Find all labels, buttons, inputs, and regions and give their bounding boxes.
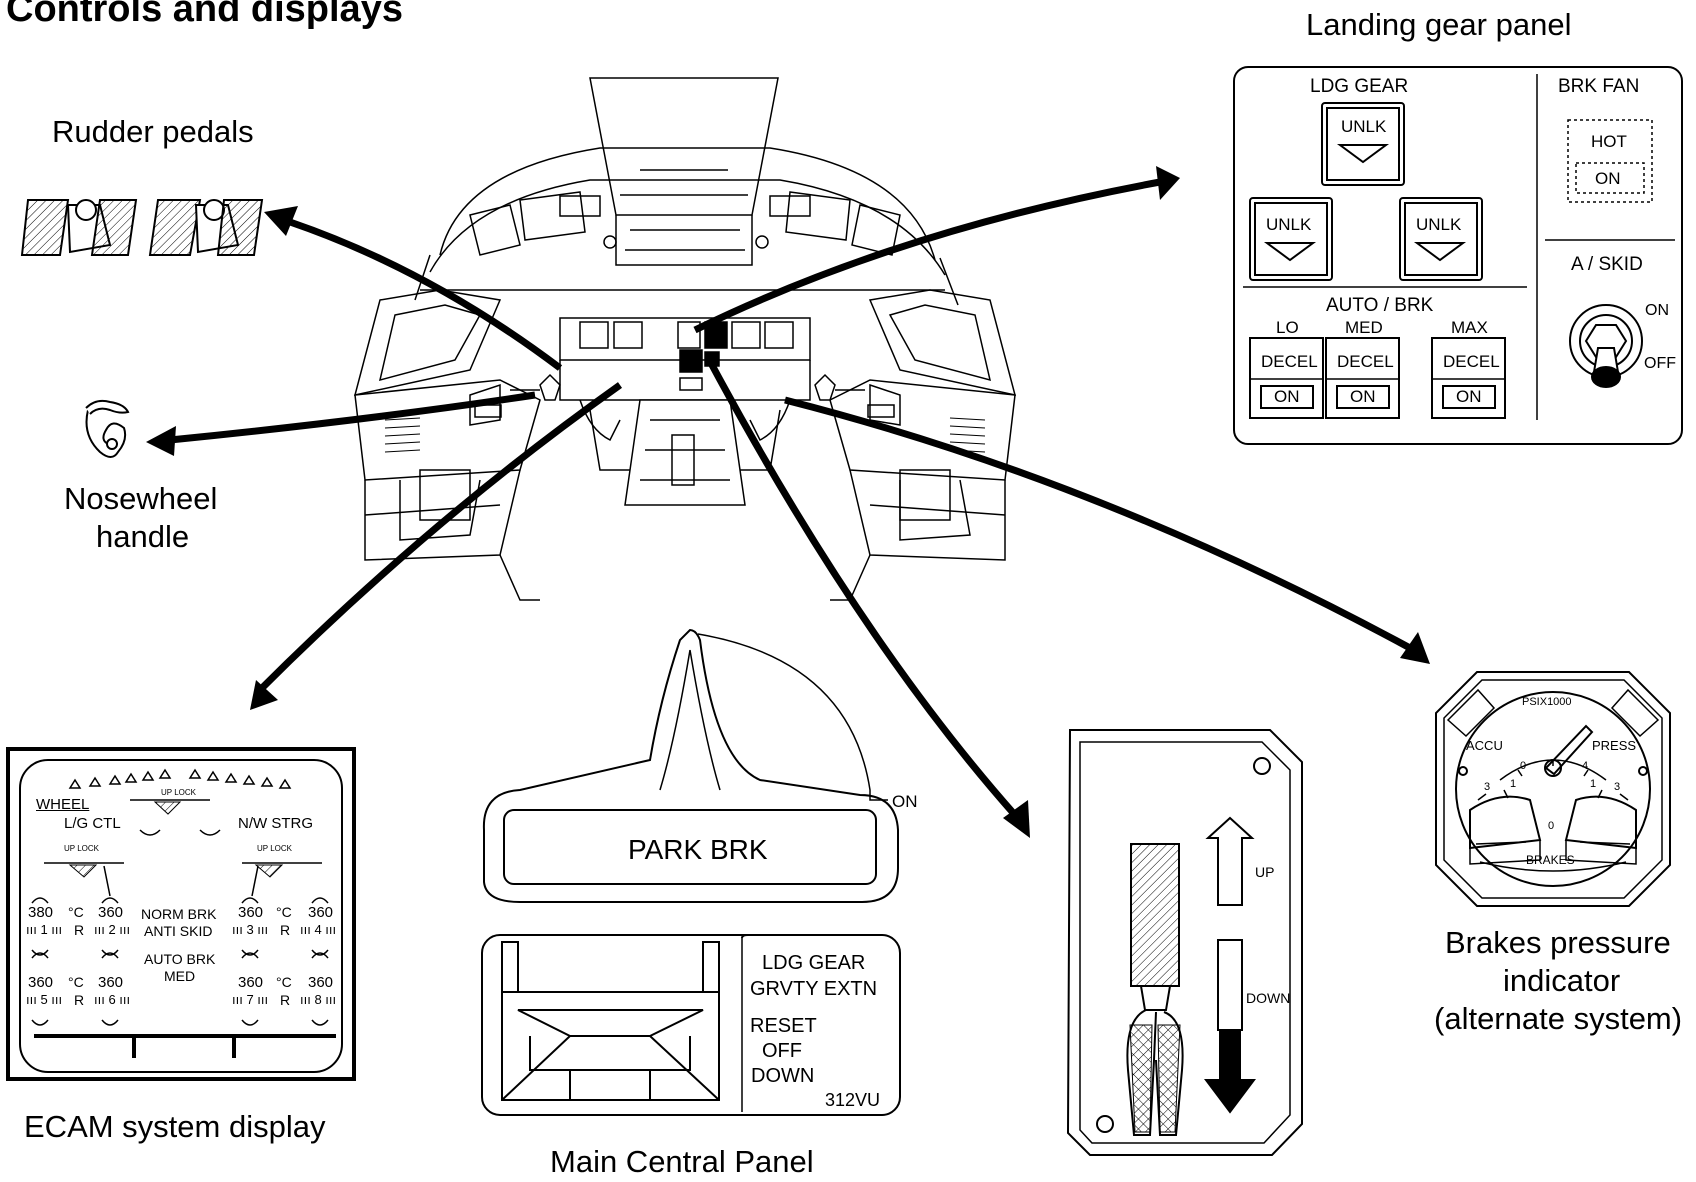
- brk-fan-on-label: ON: [1595, 169, 1621, 189]
- brakes-psi-label: PSIX1000: [1522, 696, 1572, 708]
- gravity-line1: LDG GEAR: [762, 952, 865, 975]
- ecam-degc-right-bottom: °C: [276, 974, 292, 990]
- brakes-scale-bottom-0: 0: [1548, 820, 1554, 832]
- gravity-reset: RESET: [750, 1015, 817, 1038]
- ecam-rel-left-top: R: [74, 922, 84, 938]
- brakes-brakes-label: BRAKES: [1526, 853, 1575, 867]
- brk-fan-label: BRK FAN: [1558, 76, 1639, 98]
- a-skid-label: A / SKID: [1571, 254, 1643, 276]
- gravity-line2: GRVTY EXTN: [750, 978, 877, 1001]
- ecam-lg-ctl: L/G CTL: [64, 815, 121, 832]
- ecam-degc-left-top: °C: [68, 904, 84, 920]
- gravity-off: OFF: [762, 1040, 802, 1063]
- caption-brakes-line3: (alternate system): [1434, 1000, 1682, 1037]
- caption-ecam: ECAM system display: [24, 1108, 325, 1145]
- ecam-rel-right-top: R: [280, 922, 290, 938]
- ecam-degc-left-bottom: °C: [68, 974, 84, 990]
- caption-nosewheel-line2: handle: [96, 518, 189, 555]
- page-title: Controls and displays: [6, 0, 403, 31]
- ecam-temp-7: 360: [238, 974, 263, 991]
- gear-lever-down-label: DOWN: [1246, 990, 1290, 1006]
- brakes-accu-label: ACCU: [1466, 738, 1503, 753]
- ecam-temp-4: 360: [308, 904, 333, 921]
- brakes-scale-top-4: 4: [1582, 760, 1588, 772]
- unlk-nose-label: UNLK: [1341, 117, 1386, 137]
- caption-nosewheel-line1: Nosewheel: [64, 480, 217, 517]
- park-brk-label: PARK BRK: [628, 834, 768, 866]
- ecam-up-lock-nose: UP LOCK: [161, 788, 196, 797]
- decel-max-label: DECEL: [1443, 352, 1500, 372]
- ecam-temp-1: 380: [28, 904, 53, 921]
- ecam-nw-strg: N/W STRG: [238, 815, 313, 832]
- ecam-anti-skid: ANTI SKID: [144, 923, 212, 939]
- auto-brk-med-label: MED: [1345, 318, 1383, 338]
- ecam-temp-8: 360: [308, 974, 333, 991]
- a-skid-off-label: OFF: [1644, 355, 1676, 373]
- ecam-temp-3: 360: [238, 904, 263, 921]
- on-max-label: ON: [1456, 387, 1482, 407]
- caption-brakes-line1: Brakes pressure: [1445, 924, 1671, 961]
- unlk-left-label: UNLK: [1266, 215, 1311, 235]
- ldg-gear-label: LDG GEAR: [1310, 76, 1408, 98]
- auto-brk-lo-label: LO: [1276, 318, 1299, 338]
- rudder-pedals-art: [22, 200, 262, 255]
- ecam-norm-brk: NORM BRK: [141, 906, 216, 922]
- ecam-auto-brk-mode: MED: [164, 968, 195, 984]
- decel-med-label: DECEL: [1337, 352, 1394, 372]
- gear-lever-panel-art: [1068, 730, 1302, 1155]
- callout-arrows: [170, 182, 1410, 815]
- ecam-wheel-title: WHEEL: [36, 796, 89, 813]
- ecam-wheel-1: ııı 1 ııı: [26, 922, 62, 937]
- gravity-ref: 312VU: [825, 1090, 880, 1111]
- auto-brk-label: AUTO / BRK: [1326, 295, 1433, 317]
- ecam-wheel-4: ııı 4 ııı: [300, 922, 336, 937]
- ecam-wheel-5: ııı 5 ııı: [26, 992, 62, 1007]
- ecam-rel-left-bottom: R: [74, 992, 84, 1008]
- brk-fan-hot-label: HOT: [1591, 132, 1627, 152]
- brakes-scale-right-3: 3: [1614, 781, 1620, 793]
- brakes-scale-left-3: 3: [1484, 781, 1490, 793]
- caption-rudder-pedals: Rudder pedals: [52, 113, 254, 150]
- gear-lever-up-label: UP: [1255, 864, 1274, 880]
- park-brk-on-label: ON: [892, 792, 918, 812]
- ecam-up-lock-right: UP LOCK: [257, 844, 292, 853]
- on-lo-label: ON: [1274, 387, 1300, 407]
- ecam-up-lock-left: UP LOCK: [64, 844, 99, 853]
- brakes-scale-right-1: 1: [1590, 778, 1596, 790]
- decel-lo-label: DECEL: [1261, 352, 1318, 372]
- caption-main-central-panel: Main Central Panel: [550, 1143, 814, 1180]
- brakes-scale-left-1: 1: [1510, 778, 1516, 790]
- ecam-wheel-3: ııı 3 ııı: [232, 922, 268, 937]
- a-skid-on-label: ON: [1645, 302, 1669, 320]
- caption-landing-gear-panel: Landing gear panel: [1306, 6, 1571, 43]
- auto-brk-max-label: MAX: [1451, 318, 1488, 338]
- ecam-wheel-8: ııı 8 ııı: [300, 992, 336, 1007]
- ecam-temp-2: 360: [98, 904, 123, 921]
- brakes-press-label: PRESS: [1592, 738, 1636, 753]
- nosewheel-handle-art: [86, 401, 128, 457]
- ecam-auto-brk: AUTO BRK: [144, 951, 215, 967]
- caption-brakes-line2: indicator: [1503, 962, 1620, 999]
- ecam-temp-5: 360: [28, 974, 53, 991]
- ecam-wheel-2: ııı 2 ııı: [94, 922, 130, 937]
- on-med-label: ON: [1350, 387, 1376, 407]
- ecam-temp-6: 360: [98, 974, 123, 991]
- ecam-rel-right-bottom: R: [280, 992, 290, 1008]
- gravity-down: DOWN: [751, 1065, 814, 1088]
- ecam-wheel-7: ııı 7 ııı: [232, 992, 268, 1007]
- cockpit-illustration: [355, 78, 1015, 600]
- ecam-wheel-6: ııı 6 ııı: [94, 992, 130, 1007]
- brakes-scale-top-0: 0: [1520, 760, 1526, 772]
- ecam-degc-right-top: °C: [276, 904, 292, 920]
- unlk-right-label: UNLK: [1416, 215, 1461, 235]
